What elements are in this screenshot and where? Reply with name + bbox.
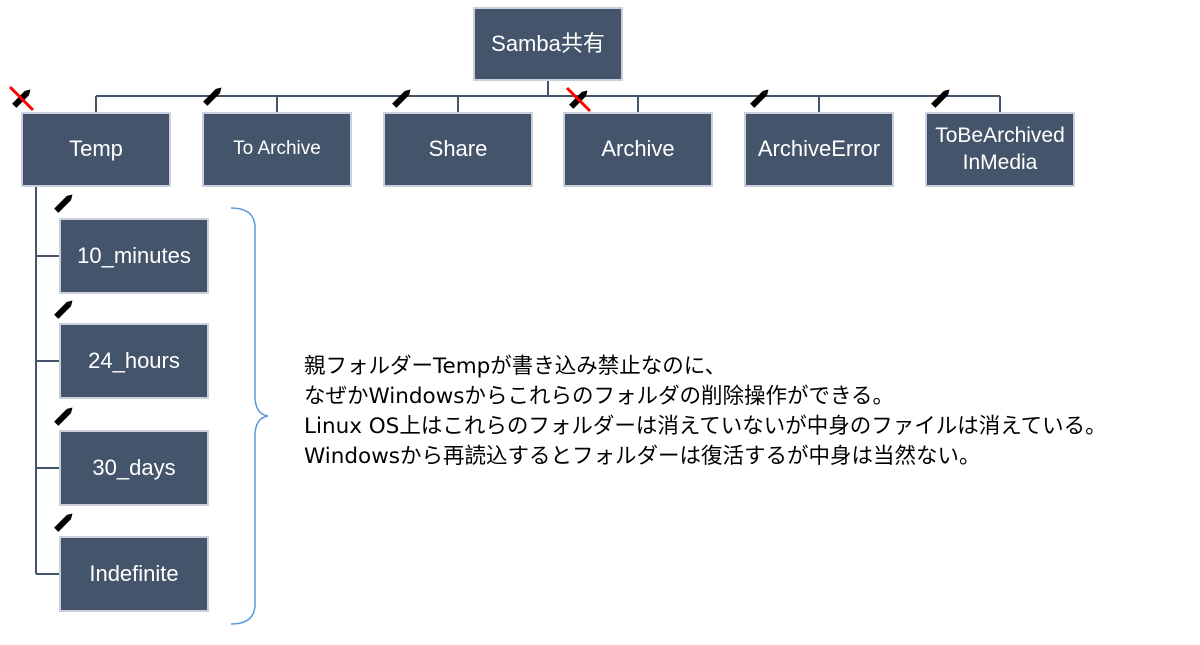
pencil-icon (54, 513, 73, 532)
note-line: なぜかWindowsからこれらのフォルダの削除操作ができる。 (304, 384, 895, 409)
folder-label: To Archive (233, 138, 321, 160)
pencil-icon (931, 89, 950, 108)
folder-to-archive: To Archive (202, 112, 352, 187)
subfolder-30-days: 30_days (59, 430, 209, 506)
subfolder-10-minutes: 10_minutes (59, 218, 209, 294)
root-node-samba-share: Samba共有 (473, 7, 623, 81)
folder-label: ToBeArchived InMedia (935, 124, 1065, 174)
folder-label: Share (428, 136, 488, 162)
subfolder-label: Indefinite (89, 560, 179, 586)
root-node-label: Samba共有 (491, 30, 605, 56)
curly-brace (230, 207, 269, 625)
note-line: Windowsから再読込するとフォルダーは復活するが中身は当然ない。 (304, 444, 981, 469)
folder-label: ArchiveError (757, 136, 881, 162)
subfolder-label: 24_hours (88, 347, 180, 373)
folder-archive-error: ArchiveError (744, 112, 894, 187)
subfolder-24-hours: 24_hours (59, 323, 209, 399)
folder-share: Share (383, 112, 533, 187)
subfolder-indefinite: Indefinite (59, 536, 209, 612)
subfolder-label: 30_days (92, 454, 176, 480)
pencil-crossed-icon (8, 85, 35, 112)
pencil-icon (54, 194, 73, 213)
pencil-icon (54, 407, 73, 426)
pencil-icon (54, 300, 73, 319)
pencil-icon (392, 89, 411, 108)
pencil-crossed-icon (565, 86, 592, 113)
folder-temp: Temp (21, 112, 171, 187)
folder-to-be-archived-in-media: ToBeArchived InMedia (925, 112, 1075, 187)
pencil-icon (203, 87, 222, 106)
pencil-icon (750, 89, 769, 108)
explanation-note: 親フォルダーTempが書き込み禁止なのに、 なぜかWindowsからこれらのフォ… (304, 352, 1107, 472)
note-line: 親フォルダーTempが書き込み禁止なのに、 (304, 354, 727, 379)
folder-label: Temp (69, 136, 123, 162)
folder-label: Archive (601, 136, 675, 162)
subfolder-label: 10_minutes (77, 242, 191, 268)
folder-archive: Archive (563, 112, 713, 187)
note-line: Linux OS上はこれらのフォルダーは消えていないが中身のファイルは消えている… (304, 414, 1107, 439)
